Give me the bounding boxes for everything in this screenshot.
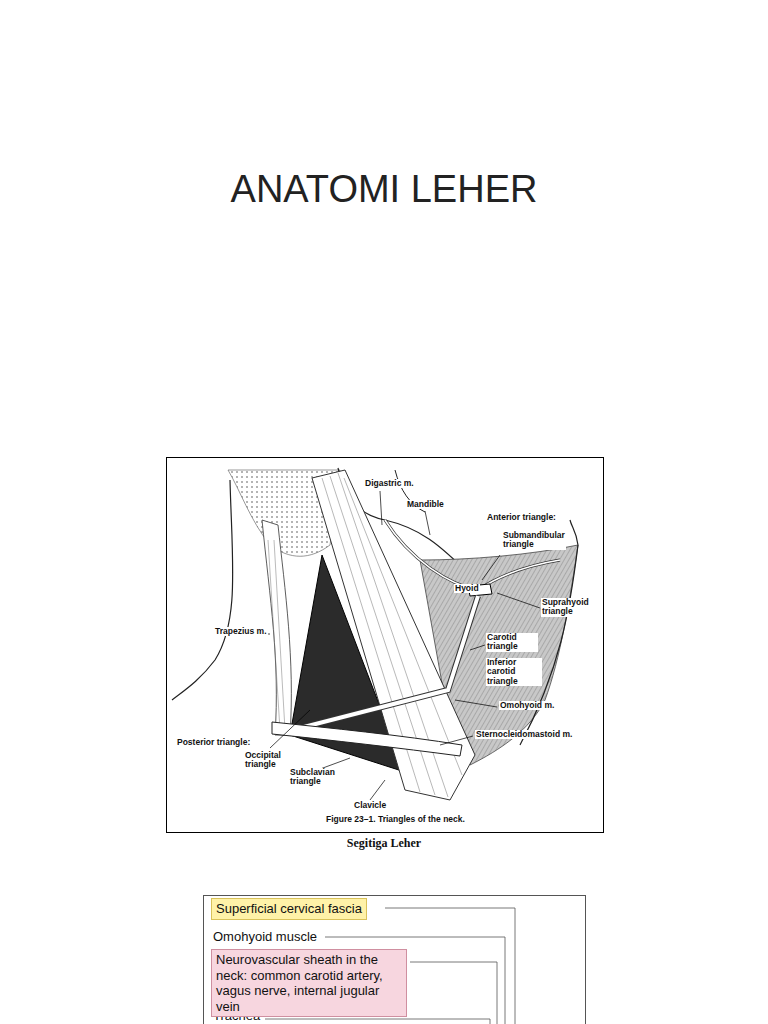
figure-caption: Segitiga Leher [347,836,421,851]
anatomy-label: Digastric m. [364,479,415,488]
anatomy-label: Carotid triangle [486,633,538,652]
anatomy-label: Trapezius m. [214,627,268,636]
page-title: ANATOMI LEHER [231,168,538,211]
anatomy-label: Omohyoid m. [499,701,555,710]
structure-label: Omohyoid muscle [213,929,317,945]
anatomy-label: Figure 23–1. Triangles of the neck. [325,815,466,824]
box-text: Neurovascular sheath in the neck: common… [216,952,402,1014]
anatomy-label: Submandibular triangle [502,531,566,550]
highlight-box: Superficial cervical fascia [211,898,367,920]
anatomy-label: Occipital triangle [244,751,290,770]
anatomy-label: Subclavian triangle [289,768,337,787]
anatomy-label: Clavicle [353,801,387,810]
anatomy-label: Suprahyoid triangle [541,598,599,617]
anatomy-label: Inferior carotid triangle [486,658,542,686]
anatomy-label: Posterior triangle: [176,738,251,747]
anatomy-label: Anterior triangle: [486,513,557,522]
anatomy-label: Sternocleidomastoid m. [475,730,573,739]
highlight-box: Neurovascular sheath in the neck: common… [211,949,407,1017]
anatomy-label: Hyoid [454,584,480,593]
anatomy-label: Mandible [406,500,445,509]
box-text: Superficial cervical fascia [216,901,362,917]
